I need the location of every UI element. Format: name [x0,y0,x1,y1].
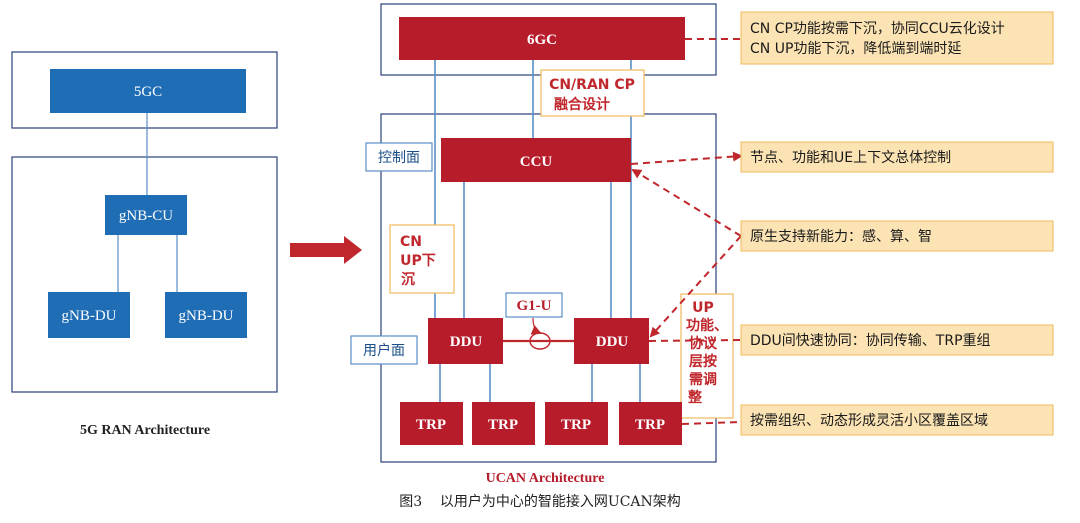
trp-label-4: TRP [635,417,665,433]
6gc-box [399,17,685,60]
cn-up-line-3: 沉 [401,271,415,288]
6gc-label: 6GC [527,32,557,48]
g1u-pointer-icon [530,317,542,335]
connector-ddu-note [648,339,742,342]
connector-ccu-note [630,151,743,165]
annotation-notes: CN CP功能按需下沉，协同CCU云化设计 CN UP功能下沉，降低端到端时延 … [740,11,1054,436]
connector-note3-ddu [649,235,742,338]
g1u-label: G1-U [517,298,552,314]
5gc-box [50,69,246,113]
ddu-right-label: DDU [596,334,629,350]
up-adjust-line-2: 功能、 [686,317,728,334]
gnb-cu-label: gNB-CU [119,208,173,224]
ddu-left-label: DDU [450,334,483,350]
dashed-connectors [630,38,743,425]
note-1-line-2: CN UP功能下沉，降低端到端时延 [750,41,961,57]
transition-arrow-icon [290,236,362,264]
g1u-tag [505,292,563,318]
note-5-text: 按需组织、动态形成灵活小区覆盖区域 [750,413,988,429]
ucan-title: UCAN Architecture [486,471,605,486]
cn-ran-cp-box [540,69,645,117]
note-2-text: 节点、功能和UE上下文总体控制 [750,150,951,166]
trp-box-4 [619,402,682,445]
up-adjust-line-6: 整 [687,389,703,406]
figure-caption: 图3 以用户为中心的智能接入网UCAN架构 [399,493,681,510]
gnb-frame [11,156,278,393]
note-5-box [740,404,1054,436]
note-1-line-1: CN CP功能按需下沉，协同CCU云化设计 [750,21,1005,37]
gnb-du-left-box [48,292,130,338]
5gc-label: 5GC [134,84,162,100]
up-adjust-line-5: 需调 [689,371,717,388]
ddu-right-box [574,318,649,364]
connector-trp-note [681,421,742,425]
user-plane-label: 用户面 [363,342,405,359]
cn-up-box [389,224,455,294]
ccu-label: CCU [520,154,553,170]
control-plane-tag [365,142,433,172]
gnb-du-left-label: gNB-DU [62,308,117,324]
trp-box-3 [545,402,608,445]
up-adjust-box [680,293,734,419]
cn-up-line-1: CN [400,234,422,250]
note-2-box [740,141,1054,173]
user-plane-tag [350,335,418,365]
gnb-du-right-label: gNB-DU [179,308,234,324]
trp-box-1 [400,402,463,445]
cn-up-line-2: UP下 [400,253,436,269]
note-1-box [740,11,1054,65]
trp-label-1: TRP [416,417,446,433]
ccu-box [441,138,631,182]
trp-label-2: TRP [488,417,518,433]
cn-ran-cp-line-1: CN/RAN CP [549,77,635,93]
note-4-box [740,324,1054,356]
connector-note3-ccu [631,168,742,237]
gnb-cu-box [105,195,187,235]
up-adjust-line-4: 层按 [689,353,717,370]
5g-ran-title: 5G RAN Architecture [80,423,210,438]
5g-ran-architecture: 5GC gNB-CU gNB-DU gNB-DU 5G RAN Architec… [11,51,278,438]
control-plane-label: 控制面 [378,150,420,166]
up-adjust-line-3: 协议 [689,335,718,352]
ddu-left-box [428,318,503,364]
note-3-box [740,220,1054,252]
ucan-architecture: 6GC CN/RAN CP 融合设计 CCU 控制面 CN UP下 沉 用户面 … [350,3,734,486]
trp-label-3: TRP [561,417,591,433]
cn-ran-cp-line-2: 融合设计 [554,96,610,113]
5gc-frame [11,51,278,129]
note-3-text: 原生支持新能力：感、算、智 [750,228,932,245]
gnb-du-right-box [165,292,247,338]
trp-box-2 [472,402,535,445]
up-adjust-line-1: UP [692,300,714,316]
note-4-text: DDU间快速协同：协同传输、TRP重组 [750,333,991,349]
